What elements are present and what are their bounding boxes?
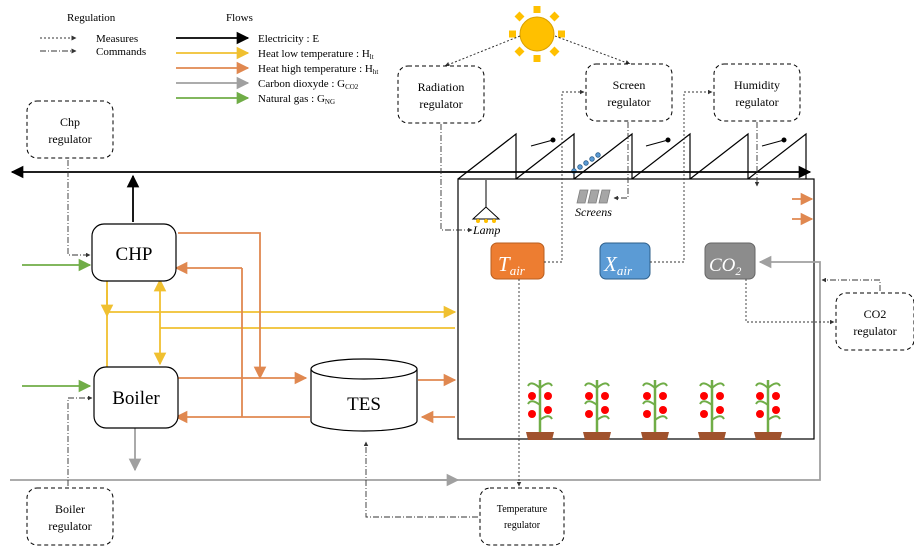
tomato-plant bbox=[526, 380, 554, 440]
boiler-regulator-line2: regulator bbox=[48, 519, 91, 533]
co2-flows bbox=[10, 255, 821, 487]
temperature-regulator-line2: regulator bbox=[504, 520, 541, 531]
boiler-command bbox=[67, 395, 93, 486]
legend-flows-title: Flows bbox=[226, 12, 253, 24]
svg-text:Xair: Xair bbox=[603, 252, 633, 278]
tomato-plant bbox=[698, 380, 726, 440]
radiation-command bbox=[440, 124, 473, 233]
lamp-icon bbox=[471, 180, 501, 223]
screen-regulator-line1: Screen bbox=[613, 78, 646, 92]
xair-measure-to-humidity bbox=[650, 89, 713, 263]
co2-sensor: CO2 bbox=[704, 242, 756, 280]
lamp-label: Lamp bbox=[472, 223, 500, 237]
tes-label: TES bbox=[347, 394, 381, 415]
radiation-regulator[interactable]: Radiation regulator bbox=[397, 65, 485, 124]
screens-icon bbox=[576, 189, 611, 204]
greenhouse-body bbox=[457, 178, 815, 440]
temperature-regulator-line1: Temperature bbox=[497, 504, 548, 515]
sun-to-screen-measure bbox=[554, 35, 631, 65]
tair-sensor: Tair bbox=[490, 242, 545, 280]
heat-low-flows bbox=[100, 276, 457, 368]
regulation-lines bbox=[67, 89, 881, 518]
chp-label: CHP bbox=[116, 244, 153, 265]
xair-main: X bbox=[603, 252, 618, 276]
co2-regulator-line1: CO2 bbox=[864, 307, 887, 321]
boiler-label: Boiler bbox=[112, 388, 160, 409]
co2-supply-line bbox=[10, 255, 821, 481]
legend: Regulation Measures Commands Flows Elect… bbox=[40, 12, 378, 106]
greenhouse: Screens Lamp Tair Xair CO2 bbox=[457, 132, 815, 440]
heat-high-flows bbox=[174, 192, 814, 424]
greenhouse-roof bbox=[457, 132, 807, 180]
chp-regulator-line2: regulator bbox=[48, 132, 91, 146]
legend-electricity-label: Electricity : E bbox=[258, 33, 319, 45]
legend-measures-label: Measures bbox=[96, 33, 138, 45]
legend-commands-label: Commands bbox=[96, 46, 146, 58]
radiation-regulator-line1: Radiation bbox=[418, 80, 465, 94]
legend-regulation-title: Regulation bbox=[67, 12, 116, 24]
temperature-regulator[interactable]: Temperature regulator bbox=[479, 487, 565, 546]
tomato-plants bbox=[526, 380, 782, 440]
screen-command bbox=[613, 122, 629, 201]
legend-co2-label: Carbon dioxyde : GCO2 bbox=[258, 78, 359, 91]
co2-measure-to-regulator bbox=[745, 279, 835, 325]
tair-main: T bbox=[498, 252, 511, 276]
legend-heat-low-label: Heat low temperature : Hlt bbox=[258, 48, 374, 61]
temperature-command-to-tes bbox=[363, 441, 478, 518]
chp-command bbox=[67, 160, 91, 258]
boiler-regulator-line1: Boiler bbox=[55, 502, 85, 516]
sun-icon bbox=[509, 6, 565, 62]
chp-unit[interactable]: CHP bbox=[91, 223, 177, 282]
humidity-regulator[interactable]: Humidity regulator bbox=[713, 63, 801, 122]
co2-command bbox=[821, 277, 881, 291]
chp-regulator[interactable]: Chp regulator bbox=[26, 100, 114, 159]
chp-regulator-line1: Chp bbox=[60, 115, 80, 129]
tomato-plant bbox=[641, 380, 669, 440]
legend-heat-high-label: Heat high temperature : Hht bbox=[258, 63, 378, 76]
chp-heat-high-out bbox=[178, 232, 267, 380]
electricity-flows bbox=[10, 165, 812, 222]
tair-sub: air bbox=[510, 263, 526, 278]
tes-tank[interactable]: TES bbox=[310, 358, 418, 432]
co2-regulator-line2: regulator bbox=[853, 324, 896, 338]
humidity-regulator-line1: Humidity bbox=[734, 78, 780, 92]
xair-sub: air bbox=[617, 263, 633, 278]
radiation-regulator-line2: regulator bbox=[419, 97, 462, 111]
screen-regulator[interactable]: Screen regulator bbox=[585, 63, 673, 122]
co2-regulator[interactable]: CO2 regulator bbox=[835, 292, 914, 351]
boiler-unit[interactable]: Boiler bbox=[93, 366, 179, 429]
boiler-regulator[interactable]: Boiler regulator bbox=[26, 487, 114, 546]
tair-measure-to-screen bbox=[544, 89, 585, 263]
screen-regulator-line2: regulator bbox=[607, 95, 650, 109]
svg-text:Tair: Tair bbox=[498, 252, 526, 278]
roof-vents bbox=[530, 137, 787, 147]
tomato-plant bbox=[754, 380, 782, 440]
sun-to-radiation-measure bbox=[444, 35, 521, 67]
co2-sub: 2 bbox=[735, 264, 741, 278]
xair-sensor: Xair bbox=[599, 242, 651, 280]
tomato-plant bbox=[583, 380, 611, 440]
co2-main: CO bbox=[709, 255, 736, 276]
legend-gas-label: Natural gas : GNG bbox=[258, 93, 335, 106]
svg-text:CO2: CO2 bbox=[709, 255, 741, 278]
screens-label: Screens bbox=[575, 205, 612, 219]
humidity-regulator-line2: regulator bbox=[735, 95, 778, 109]
